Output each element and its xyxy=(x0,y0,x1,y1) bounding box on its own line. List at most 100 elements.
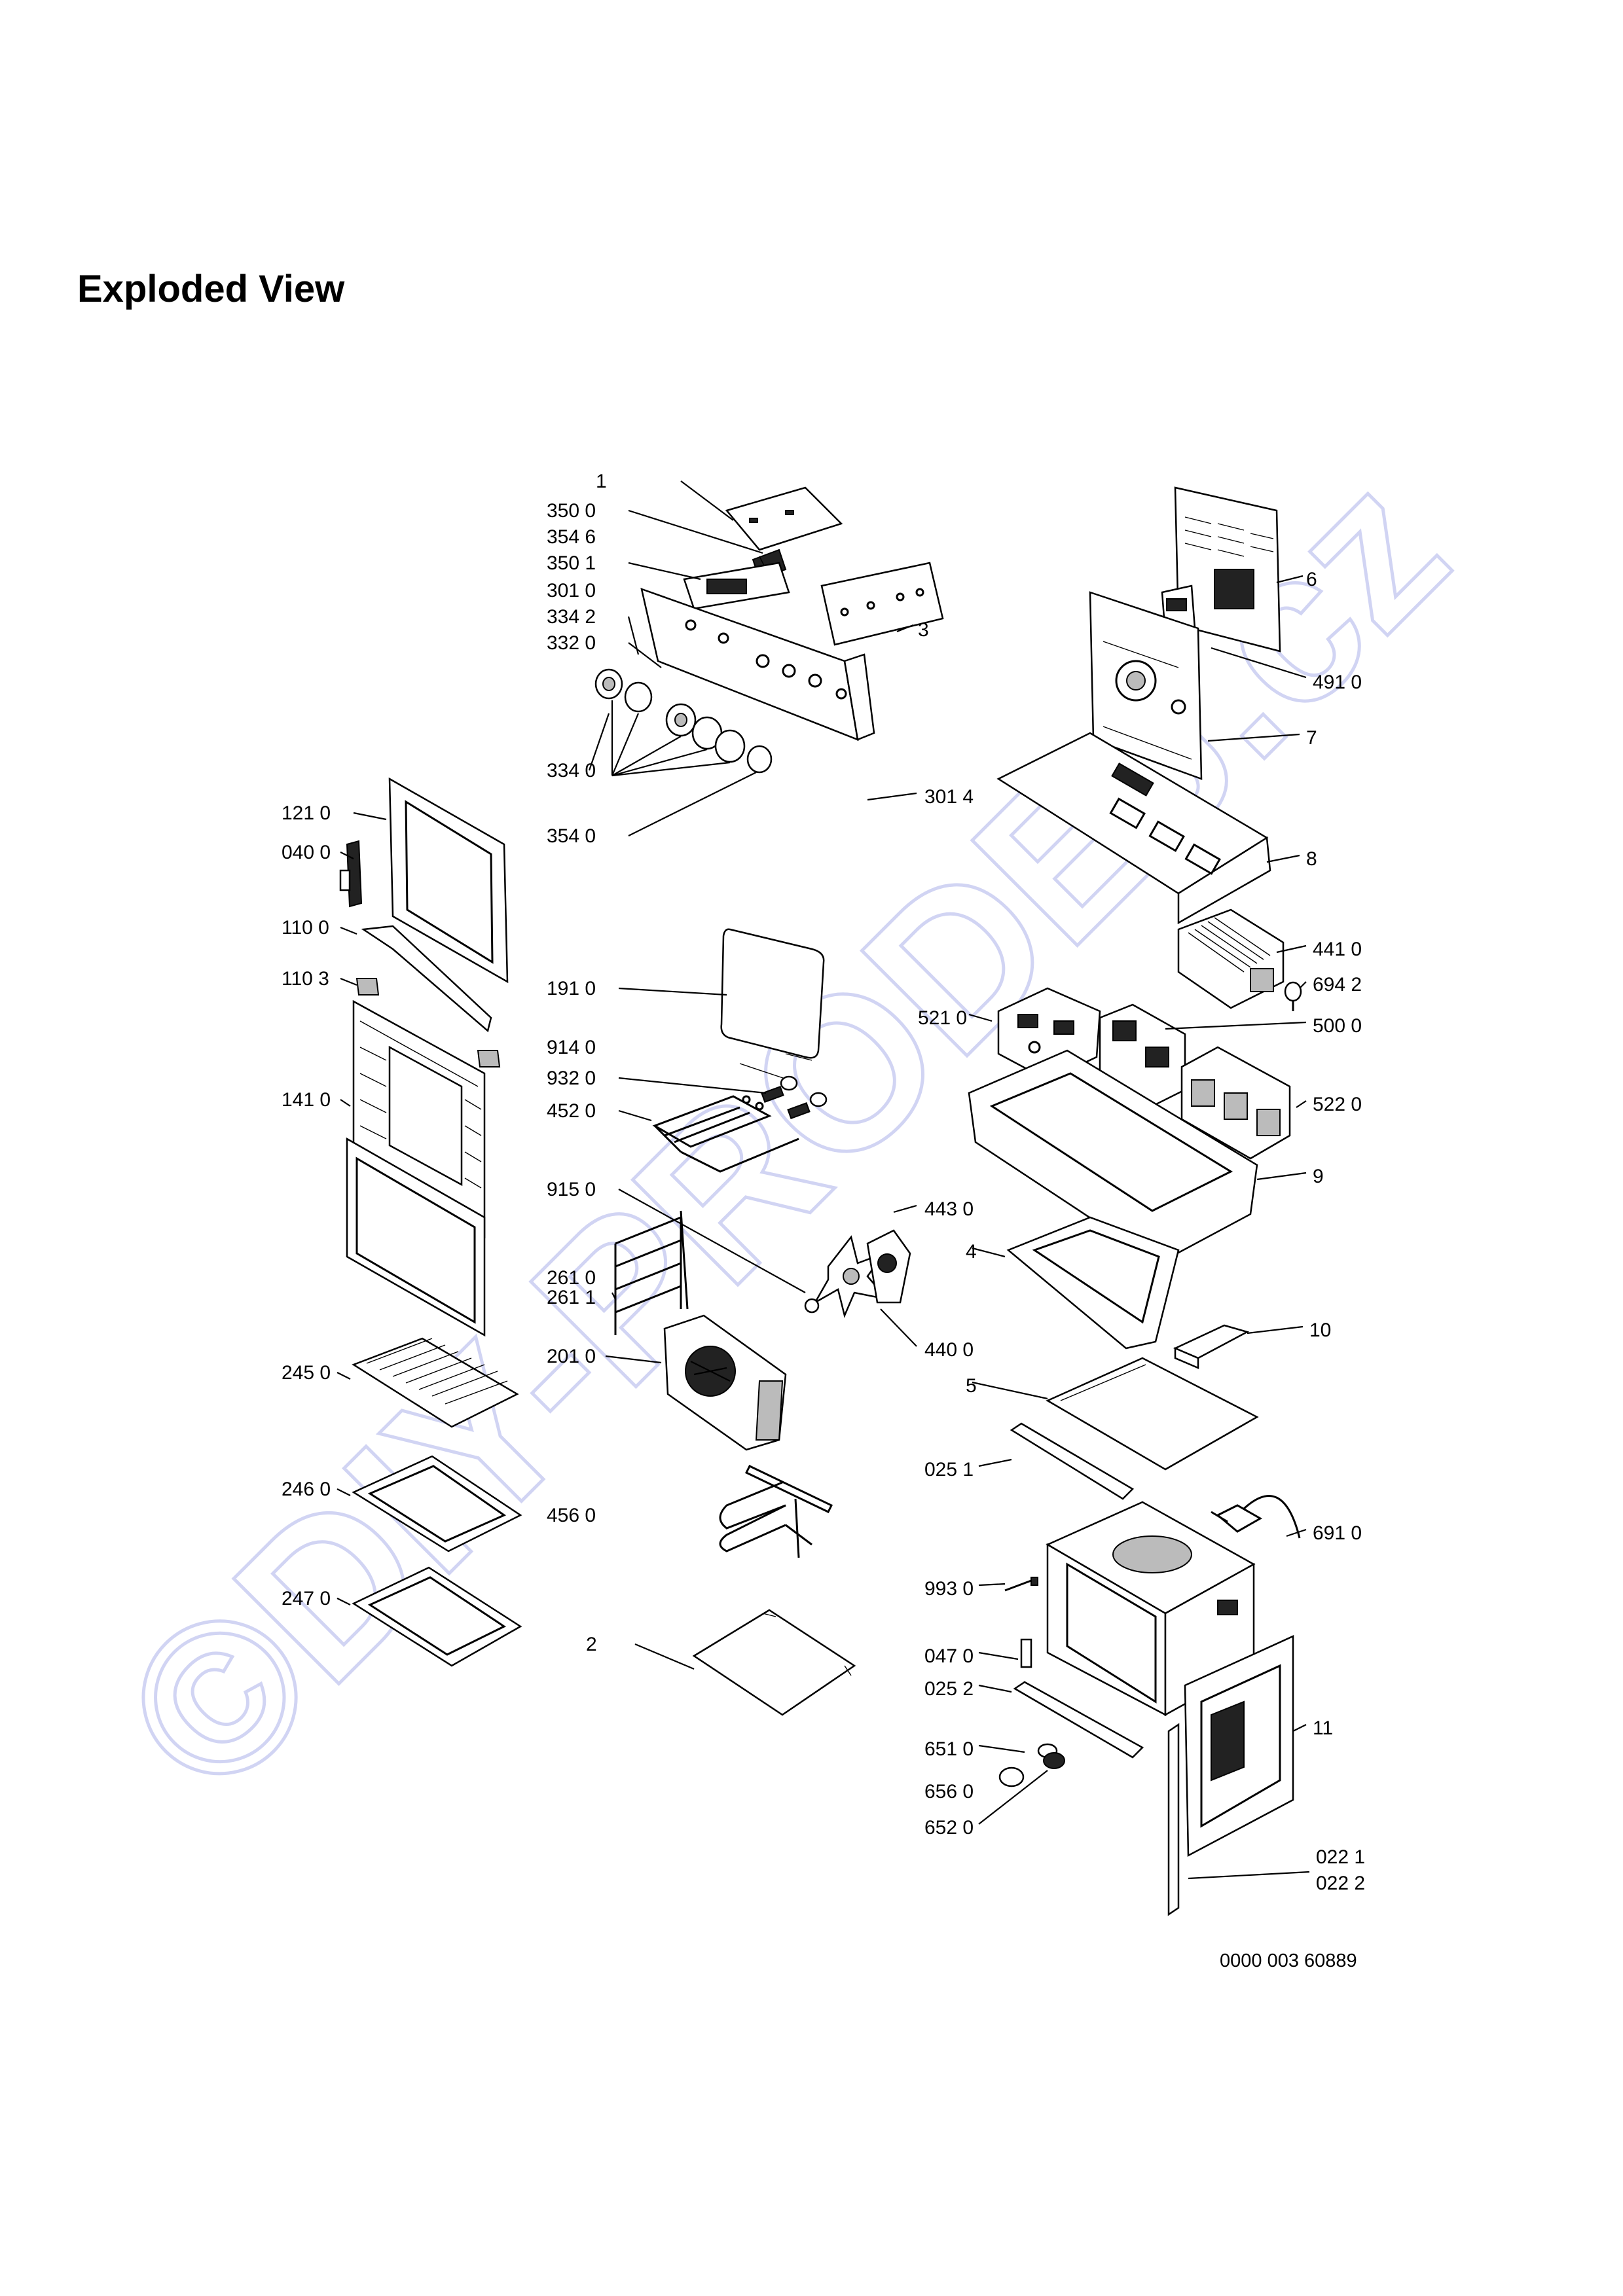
callout-label-3: 3 xyxy=(918,619,929,641)
callout-label-521-0: 521 0 xyxy=(918,1007,967,1029)
callout-label-9: 9 xyxy=(1313,1166,1324,1187)
part-side-plate xyxy=(1046,1357,1259,1471)
leader-line-025-1 xyxy=(978,1458,1012,1467)
leader-line-491-0 xyxy=(1211,647,1307,679)
callout-label-247-0: 247 0 xyxy=(282,1588,331,1609)
callout-label-656-0: 656 0 xyxy=(924,1781,974,1803)
cavity-parts-group xyxy=(614,928,911,1716)
leader-line-5 xyxy=(972,1381,1048,1400)
leader-line-915-0 xyxy=(618,1189,806,1293)
leader-line-025-2 xyxy=(978,1684,1012,1693)
leader-lines xyxy=(337,480,1310,1880)
leader-line-201-0 xyxy=(605,1355,662,1364)
callout-label-932-0: 932 0 xyxy=(547,1067,596,1089)
part-switch-module xyxy=(1099,1003,1186,1107)
leader-line-521-0 xyxy=(968,1013,993,1022)
callout-label-334-0: 334 0 xyxy=(547,760,596,781)
callout-label-040-0: 040 0 xyxy=(282,842,331,863)
callout-label-914-0: 914 0 xyxy=(547,1037,596,1058)
part-programmer-display xyxy=(683,562,790,610)
callout-label-261-1: 261 1 xyxy=(547,1287,596,1308)
leader-line-651-0 xyxy=(978,1744,1025,1753)
leader-line-121-0 xyxy=(353,812,387,821)
callout-label-452-0: 452 0 xyxy=(547,1100,596,1122)
callout-label-354-6: 354 6 xyxy=(547,526,596,548)
part-shelf-supports xyxy=(614,1210,689,1335)
leader-line-441-0 xyxy=(1276,944,1307,954)
callout-label-491-0: 491 0 xyxy=(1313,672,1362,693)
callout-label-6: 6 xyxy=(1306,569,1317,590)
leader-line-334-0 xyxy=(588,713,610,771)
leader-line-522-0 xyxy=(1296,1100,1307,1108)
callout-label-8: 8 xyxy=(1306,848,1317,870)
leader-line-932-0 xyxy=(618,1077,767,1094)
callout-label-11: 11 xyxy=(1313,1717,1333,1739)
leader-line-993-0 xyxy=(978,1583,1006,1587)
leader-line-047-0 xyxy=(978,1651,1019,1660)
callout-label-443-0: 443 0 xyxy=(924,1198,974,1220)
document-code: 0000 003 60889 xyxy=(1220,1950,1357,1971)
part-glass-lid xyxy=(720,928,825,1061)
callout-label-047-0: 047 0 xyxy=(924,1645,974,1667)
callout-label-456-0: 456 0 xyxy=(547,1505,596,1526)
part-outer-door xyxy=(388,777,509,984)
callout-label-191-0: 191 0 xyxy=(547,978,596,999)
part-rear-cavity-wall xyxy=(1089,591,1203,780)
leader-line-6 xyxy=(1276,575,1304,584)
part-knobs xyxy=(594,668,773,774)
casing-group xyxy=(968,486,1302,1916)
part-fan-cover xyxy=(663,1314,787,1451)
callout-label-2: 2 xyxy=(586,1634,597,1655)
leader-line-452-0 xyxy=(618,1109,652,1122)
page-title: Exploded View xyxy=(77,268,345,310)
callout-label-301-0: 301 0 xyxy=(547,580,596,601)
leader-line-440-0 xyxy=(880,1308,917,1347)
leader-line-7 xyxy=(1207,733,1300,742)
part-convection-fan xyxy=(804,1229,911,1318)
leader-line-246-0 xyxy=(337,1488,351,1496)
part-wire-shelf xyxy=(352,1337,519,1428)
leader-line-110-0 xyxy=(340,926,357,935)
callout-label-915-0: 915 0 xyxy=(547,1179,596,1200)
part-hinge xyxy=(339,840,363,908)
part-grill-element xyxy=(652,1095,799,1173)
part-handle-caps xyxy=(356,978,501,1067)
callout-label-025-2: 025 2 xyxy=(924,1678,974,1700)
leader-line-141-0 xyxy=(340,1099,351,1107)
part-inner-door-panel xyxy=(346,1137,486,1337)
leader-line-022-2 xyxy=(1188,1871,1310,1880)
leader-line-11 xyxy=(1292,1724,1307,1732)
part-lamp-assembly xyxy=(1211,1495,1301,1539)
part-control-panel-fascia xyxy=(640,588,875,741)
leader-line-443-0 xyxy=(893,1204,917,1213)
callout-label-022-1: 022 1 xyxy=(1316,1846,1365,1868)
leader-line-500-0 xyxy=(1165,1021,1307,1030)
leader-line-350-1 xyxy=(628,562,701,581)
leader-line-694-2 xyxy=(1299,981,1307,989)
part-knob-assembly xyxy=(998,1743,1065,1787)
callout-label-651-0: 651 0 xyxy=(924,1738,974,1760)
callout-label-350-0: 350 0 xyxy=(547,500,596,522)
leader-line-191-0 xyxy=(618,987,727,996)
callout-label-7: 7 xyxy=(1306,727,1317,749)
part-bottom-plate xyxy=(692,1609,856,1716)
part-bolts xyxy=(739,1063,828,1119)
callout-label-332-0: 332 0 xyxy=(547,632,596,654)
leader-line-350-0 xyxy=(628,509,763,554)
callout-label-110-3: 110 3 xyxy=(282,968,329,990)
part-top-bracket xyxy=(725,486,843,551)
callout-label-201-0: 201 0 xyxy=(547,1346,596,1367)
part-bottom-element xyxy=(719,1465,833,1558)
leader-line-354-0 xyxy=(628,772,757,836)
leader-line-3 xyxy=(896,624,914,633)
leader-line-2 xyxy=(634,1643,695,1670)
callout-label-1: 1 xyxy=(596,471,607,492)
callout-label-522-0: 522 0 xyxy=(1313,1094,1362,1115)
leader-line-691-0 xyxy=(1286,1528,1307,1537)
leader-line-040-0 xyxy=(340,852,354,859)
callout-label-354-0: 354 0 xyxy=(547,825,596,847)
part-vertical-strip xyxy=(1167,1723,1180,1916)
